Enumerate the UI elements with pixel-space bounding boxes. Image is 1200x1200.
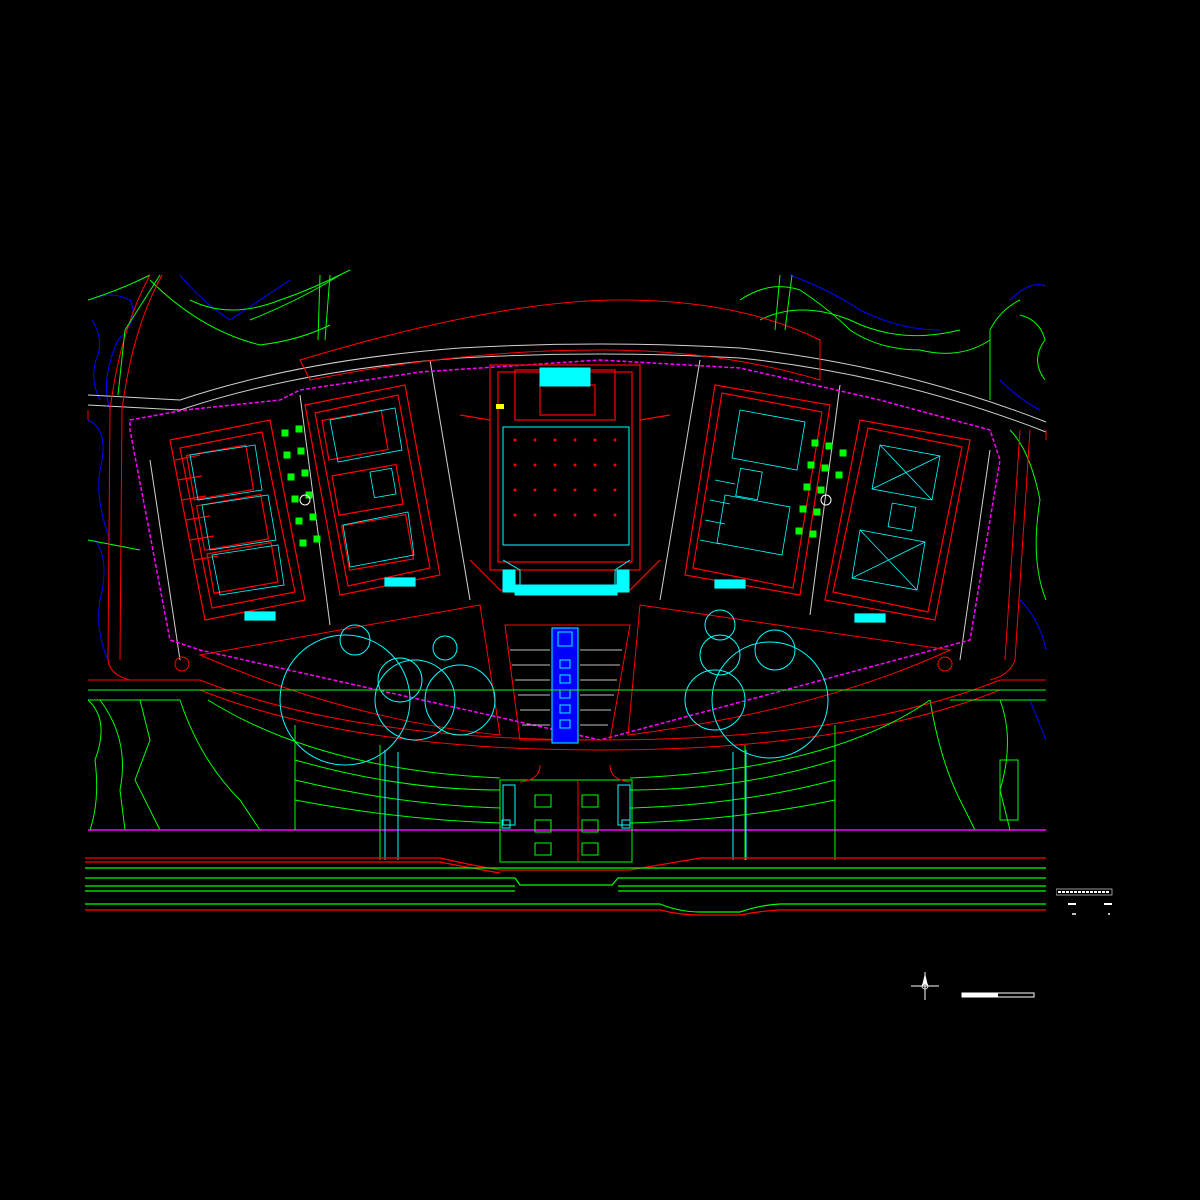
- center-marker: [496, 404, 504, 409]
- title-block-fields: [1068, 903, 1112, 915]
- landscape-circles-west: [279, 624, 496, 766]
- title-block-title: [1056, 888, 1113, 896]
- central-plaza: [510, 627, 622, 744]
- courtyard-east: [795, 439, 847, 538]
- gate-axis: [519, 764, 631, 862]
- building-center-detail: [502, 367, 631, 596]
- building-east-b: [824, 419, 971, 623]
- building-west-b: [304, 384, 441, 596]
- building-west-a: [169, 419, 306, 621]
- site-boundary: [88, 359, 1046, 831]
- contour-lines: [87, 269, 1047, 831]
- forecourt-lines: [207, 699, 931, 860]
- courtyard-west: [281, 425, 321, 547]
- lower-roads: [88, 689, 1046, 701]
- highway: [85, 857, 1046, 916]
- north-arrow-icon: [911, 972, 939, 1000]
- building-east-a-detail: [699, 409, 806, 556]
- lawn-outlines: [174, 604, 953, 741]
- scale-bar: [961, 992, 1035, 998]
- courtyard-west-node: [299, 494, 311, 506]
- landscape-paths: [117, 274, 1021, 400]
- edge-lines: [999, 759, 1019, 821]
- forecourt-cyan: [384, 750, 747, 860]
- building-center-columns: [513, 438, 617, 517]
- building-east-a: [684, 384, 831, 596]
- courtyard-east-node: [820, 494, 832, 506]
- gate-building: [499, 779, 633, 863]
- building-west-b-detail: [329, 407, 415, 568]
- perimeter-roads: [87, 274, 1047, 681]
- landscape-circles-east: [684, 609, 829, 759]
- title-block: [1056, 888, 1126, 922]
- building-east-b-detail: [851, 444, 941, 591]
- building-west-a-detail: [189, 444, 285, 596]
